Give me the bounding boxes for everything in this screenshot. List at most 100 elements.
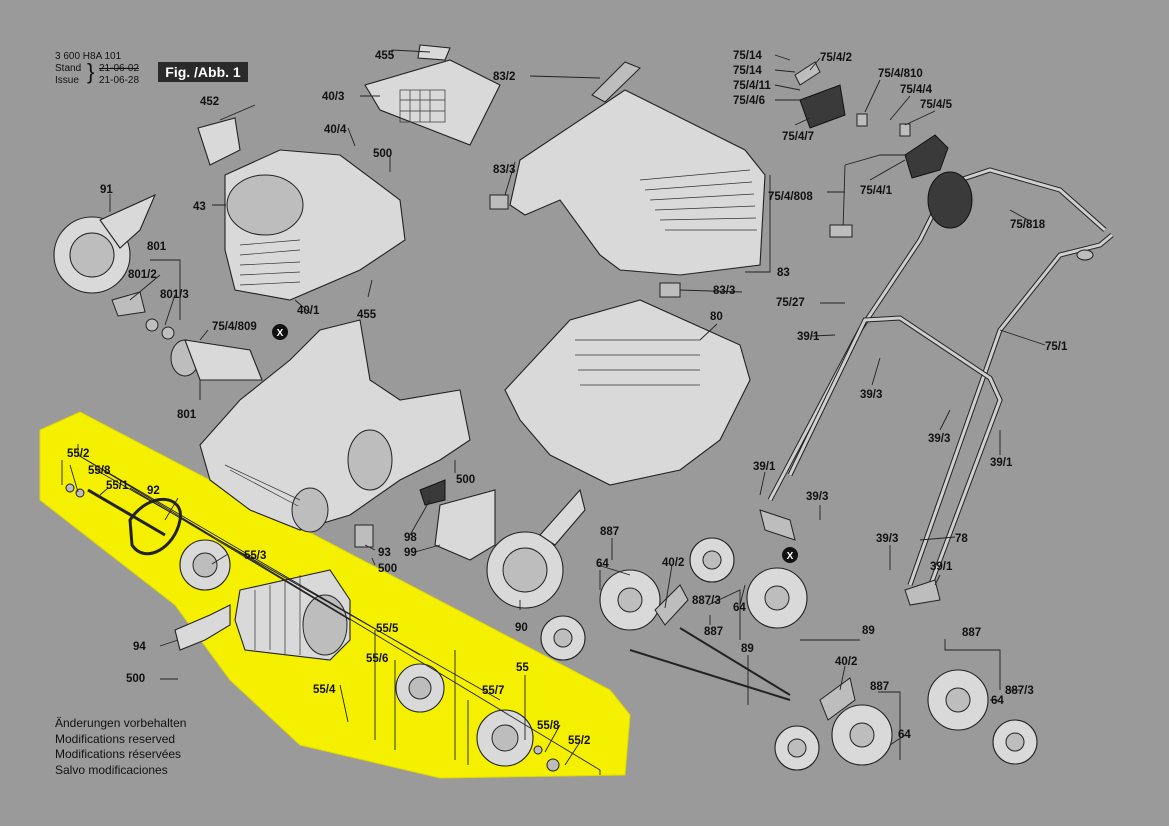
leader-lines [61,49,1046,775]
label-55-2a: 55/2 [67,448,89,460]
label-75-4-810: 75/4/810 [878,68,923,80]
header-issue-date: 21-06-28 [99,75,140,86]
label-39-1c: 39/1 [753,461,776,473]
cutter-assembly [65,483,560,772]
label-40-4: 40/4 [324,124,347,136]
label-887c: 887 [962,627,981,639]
side-guard [53,193,157,294]
motor-cover [197,44,501,301]
label-75-4-6: 75/4/6 [733,95,765,107]
label-55-2b: 55/2 [568,735,590,747]
label-801-3: 801/3 [160,289,189,301]
label-93: 93 [378,547,391,559]
label-40-2b: 40/2 [835,656,857,668]
label-500b: 500 [126,673,145,685]
note-english: Modifications reserved [55,731,176,746]
figure-label: Fig. /Abb. 1 [158,62,248,82]
label-64c: 64 [991,695,1004,707]
label-75-4-809: 75/4/809 [212,321,257,333]
label-801-2: 801/2 [128,269,157,281]
label-75-4-11: 75/4/11 [733,80,771,92]
label-39-3d: 39/3 [876,533,898,545]
x-marker-bottom: X [787,551,794,562]
label-40-1: 40/1 [297,305,320,317]
label-55-7: 55/7 [482,685,504,697]
label-83-3a: 83/3 [493,164,515,176]
label-90: 90 [515,622,528,634]
chassis [199,319,471,533]
motor-unit [111,291,288,381]
label-455a: 455 [375,50,395,62]
header-stand-date: 21-06-02 [99,63,140,74]
note-french: Modifications réservées [55,747,182,761]
label-500a: 500 [373,148,392,160]
grass-box-lid [489,61,766,298]
label-80: 80 [710,311,723,323]
label-75-818: 75/818 [1010,219,1046,231]
handle-assembly [759,167,1114,606]
label-64b: 64 [733,602,746,614]
label-55-6: 55/6 [366,653,388,665]
label-55-4: 55/4 [313,684,336,696]
label-75-14a: 75/14 [733,50,762,62]
label-75-4-7: 75/4/7 [782,131,814,143]
label-455b: 455 [357,309,377,321]
label-500d: 500 [378,563,397,575]
label-55-8b: 55/8 [537,720,560,732]
label-40-3: 40/3 [322,91,344,103]
label-75-4-5: 75/4/5 [920,99,953,111]
wheels [540,537,1038,771]
label-75-4-1: 75/4/1 [860,185,893,197]
switch-box [794,61,949,238]
svg-text:X: X [787,551,794,562]
label-75-14b: 75/14 [733,65,762,77]
label-64a: 64 [596,558,609,570]
label-83-2: 83/2 [493,71,515,83]
label-98: 98 [404,532,417,544]
x-marker-top: X [277,328,284,339]
note-spanish: Salvo modificaciones [55,762,168,777]
label-75-4-808: 75/4/808 [768,191,813,203]
label-39-1d: 39/1 [930,561,953,573]
label-55-3: 55/3 [244,550,266,562]
label-89a: 89 [862,625,875,637]
header-issue-label: Issue [55,75,79,86]
label-887a: 887 [600,526,619,538]
label-39-3c: 39/3 [806,491,828,503]
label-39-3b: 39/3 [928,433,950,445]
header-brace: } [87,59,95,84]
rear-flap [354,479,586,609]
label-83: 83 [777,267,790,279]
label-89b: 89 [741,643,754,655]
svg-text:X: X [277,328,284,339]
label-887-3a: 887/3 [692,595,721,607]
label-55-1: 55/1 [106,480,129,492]
modification-notes: Änderungen vorbehalten Modifications res… [55,716,186,778]
label-75-27: 75/27 [776,297,805,309]
label-94: 94 [133,641,146,653]
label-78: 78 [955,533,968,545]
label-55-8a: 55/8 [88,465,111,477]
label-40-2a: 40/2 [662,557,684,569]
note-german: Änderungen vorbehalten [55,716,187,730]
label-55: 55 [516,662,529,674]
label-99: 99 [404,547,417,559]
label-75-4-2: 75/4/2 [820,52,852,64]
header-stand-label: Stand [55,63,82,74]
label-452: 452 [200,96,219,108]
label-83-3b: 83/3 [713,285,735,297]
label-92: 92 [147,485,160,497]
label-64d: 64 [898,729,911,741]
label-39-1b: 39/1 [990,457,1013,469]
grass-box [504,299,751,486]
label-887d: 887 [870,681,889,693]
label-801b: 801 [177,409,197,421]
label-43: 43 [193,201,206,213]
label-91: 91 [100,184,113,196]
label-500c: 500 [456,474,475,486]
label-887b: 887 [704,626,723,638]
label-55-5: 55/5 [376,623,399,635]
label-75-4-4: 75/4/4 [900,84,933,96]
part-labels: 455 40/3 452 40/4 500 91 43 801 801/2 80… [67,50,1068,747]
